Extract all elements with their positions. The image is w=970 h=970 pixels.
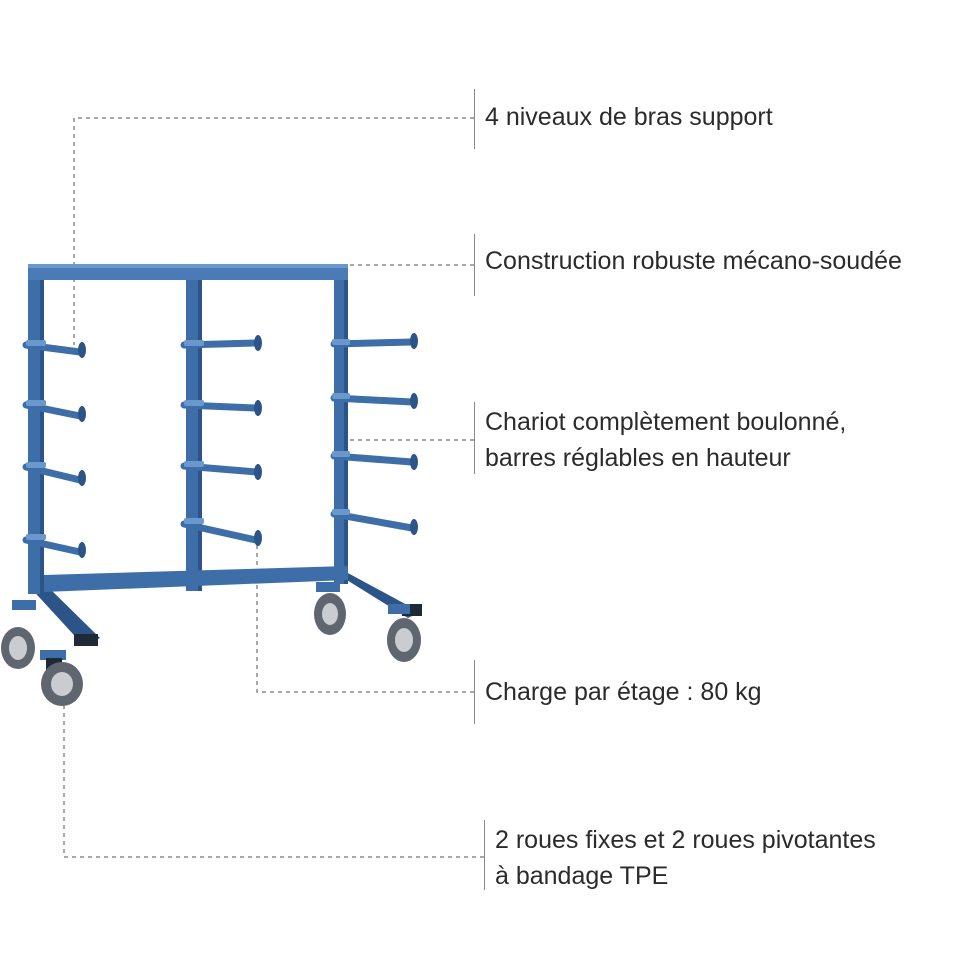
arm-tips-right (410, 333, 418, 535)
wheel-back-right (314, 593, 346, 635)
upright-center-shade (198, 266, 202, 591)
feature-text: Charge par étage : 80 kg (485, 678, 762, 706)
wheel-back-left (1, 627, 35, 669)
feature-wheels: 2 roues fixes et 2 roues pivotantes à ba… (484, 820, 970, 890)
feature-text-line-1: Chariot complètement boulonné, (485, 408, 847, 436)
feature-load-capacity: Charge par étage : 80 kg (474, 660, 970, 724)
caster-plate-left (12, 600, 36, 610)
feature-bolted-adjustable: Chariot complètement boulonné, barres ré… (474, 402, 970, 474)
cart-frame (12, 264, 422, 660)
caster-plate-right-front (388, 604, 410, 614)
leader-lines (63, 117, 484, 858)
caster-plate-left-front (40, 650, 66, 660)
upright-right-shade (344, 266, 348, 584)
feature-text-line-2: barres réglables en hauteur (485, 444, 791, 472)
wheels (1, 593, 421, 706)
leader-line-arms (73, 117, 474, 345)
feature-text: 4 niveaux de bras support (485, 103, 773, 131)
arms-left (22, 341, 84, 556)
caster-plate-right (316, 582, 340, 592)
leader-line-load (256, 538, 474, 693)
wheel-front-left (41, 658, 83, 706)
upright-left-shade (40, 264, 44, 594)
feature-text: Construction robuste mécano-soudée (485, 247, 902, 275)
base-rail-left (28, 585, 100, 646)
feature-text-line-2: à bandage TPE (495, 862, 669, 890)
wheel-front-right (387, 618, 421, 662)
base-foot-left (74, 634, 98, 646)
feature-construction: Construction robuste mécano-soudée (474, 234, 970, 296)
feature-arm-levels: 4 niveaux de bras support (474, 89, 970, 149)
top-bar-highlight (28, 264, 348, 268)
arm-tips-center (254, 335, 262, 546)
arm-tips-left (78, 342, 86, 558)
feature-text-line-1: 2 roues fixes et 2 roues pivotantes (495, 826, 876, 854)
bottom-bar (44, 566, 348, 592)
collars (26, 339, 350, 540)
leader-line-wheels (63, 705, 484, 858)
